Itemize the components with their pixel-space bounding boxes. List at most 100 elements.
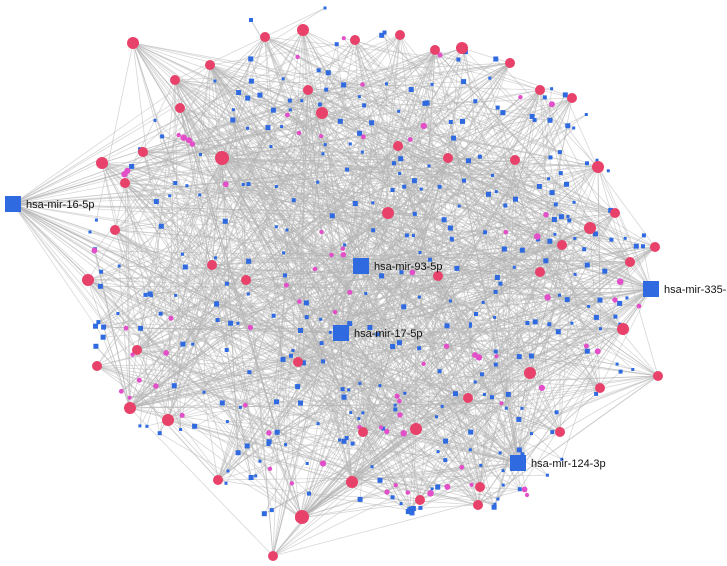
mirna-target-node[interactable] bbox=[567, 218, 572, 223]
mirna-target-node[interactable] bbox=[274, 185, 278, 188]
mirna-target-node[interactable] bbox=[249, 18, 253, 22]
mirna-target-node[interactable] bbox=[418, 251, 422, 254]
mirna-target-node[interactable] bbox=[547, 322, 552, 327]
mirna-target-node[interactable] bbox=[474, 312, 478, 316]
gene-node-large[interactable] bbox=[303, 85, 313, 95]
mirna-target-node[interactable] bbox=[192, 423, 198, 429]
mirna-target-node[interactable] bbox=[213, 256, 217, 260]
gene-node-large[interactable] bbox=[138, 147, 148, 157]
gene-node-small[interactable] bbox=[312, 266, 318, 272]
mirna-target-node[interactable] bbox=[449, 236, 454, 241]
gene-node-small[interactable] bbox=[534, 233, 541, 240]
gene-node-large[interactable] bbox=[92, 361, 102, 371]
mirna-target-node[interactable] bbox=[274, 429, 280, 435]
mirna-target-node[interactable] bbox=[340, 387, 345, 392]
mirna-target-node[interactable] bbox=[404, 233, 409, 238]
mirna-target-node[interactable] bbox=[321, 152, 325, 156]
mirna-target-node[interactable] bbox=[517, 487, 522, 492]
mirna-target-node[interactable] bbox=[532, 319, 538, 325]
mirna-target-node[interactable] bbox=[349, 411, 353, 415]
gene-node-large[interactable] bbox=[433, 271, 443, 281]
mirna-target-node[interactable] bbox=[361, 411, 365, 415]
mirna-target-node[interactable] bbox=[427, 164, 431, 168]
mirna-target-node[interactable] bbox=[345, 167, 350, 172]
mirna-target-node[interactable] bbox=[532, 118, 537, 122]
mirna-target-node[interactable] bbox=[379, 273, 385, 279]
mirna-target-node[interactable] bbox=[307, 491, 311, 496]
mirna-target-node[interactable] bbox=[392, 161, 396, 166]
gene-node-large[interactable] bbox=[475, 482, 485, 492]
mirna-target-node[interactable] bbox=[269, 508, 274, 513]
mirna-target-node[interactable] bbox=[235, 450, 241, 456]
mirna-target-node[interactable] bbox=[491, 173, 494, 177]
gene-node-large[interactable] bbox=[316, 107, 328, 119]
mirna-target-node[interactable] bbox=[597, 297, 603, 303]
mirna-target-node[interactable] bbox=[236, 90, 242, 95]
mirna-target-node[interactable] bbox=[536, 183, 542, 189]
mirna-target-node[interactable] bbox=[280, 356, 286, 362]
mirna-target-node[interactable] bbox=[244, 443, 250, 449]
gene-node-large[interactable] bbox=[175, 103, 185, 113]
mirna-target-node[interactable] bbox=[408, 506, 412, 510]
mirna-target-node[interactable] bbox=[352, 201, 358, 206]
mirna-target-node[interactable] bbox=[558, 214, 564, 220]
gene-node-large[interactable] bbox=[595, 383, 605, 393]
mirna-target-node[interactable] bbox=[513, 196, 518, 202]
mirna-target-node[interactable] bbox=[329, 213, 335, 219]
mirna-target-node[interactable] bbox=[461, 79, 467, 85]
mirna-target-node[interactable] bbox=[158, 223, 164, 229]
mirna-target-node[interactable] bbox=[224, 348, 229, 352]
mirna-target-node[interactable] bbox=[501, 483, 505, 487]
mirna-target-node[interactable] bbox=[593, 314, 599, 320]
hub-node-mir-16-5p[interactable] bbox=[5, 196, 21, 212]
gene-node-small[interactable] bbox=[319, 229, 324, 235]
mirna-target-node[interactable] bbox=[482, 393, 486, 396]
mirna-target-node[interactable] bbox=[570, 321, 574, 325]
gene-node-small[interactable] bbox=[179, 412, 185, 418]
gene-node-large[interactable] bbox=[127, 37, 139, 49]
gene-node-small[interactable] bbox=[521, 486, 528, 493]
mirna-target-node[interactable] bbox=[371, 228, 376, 233]
mirna-target-node[interactable] bbox=[444, 323, 450, 329]
mirna-target-node[interactable] bbox=[623, 236, 627, 240]
gene-node-small[interactable] bbox=[384, 428, 390, 435]
mirna-target-node[interactable] bbox=[399, 270, 404, 275]
gene-node-small[interactable] bbox=[289, 481, 294, 486]
mirna-target-node[interactable] bbox=[408, 87, 414, 92]
mirna-target-node[interactable] bbox=[498, 281, 503, 286]
mirna-target-node[interactable] bbox=[287, 98, 292, 103]
gene-node-small[interactable] bbox=[397, 398, 402, 404]
mirna-target-node[interactable] bbox=[505, 391, 511, 397]
mirna-target-node[interactable] bbox=[516, 447, 522, 453]
gene-node-large[interactable] bbox=[650, 242, 660, 252]
mirna-target-node[interactable] bbox=[436, 450, 440, 454]
mirna-target-node[interactable] bbox=[281, 77, 285, 81]
mirna-target-node[interactable] bbox=[230, 117, 236, 123]
mirna-target-node[interactable] bbox=[215, 318, 220, 322]
mirna-target-node[interactable] bbox=[129, 163, 135, 169]
mirna-target-node[interactable] bbox=[547, 238, 553, 244]
mirna-target-node[interactable] bbox=[554, 410, 559, 415]
mirna-target-node[interactable] bbox=[551, 217, 557, 222]
gene-node-large[interactable] bbox=[82, 274, 94, 286]
gene-node-small[interactable] bbox=[319, 460, 327, 467]
mirna-target-node[interactable] bbox=[145, 424, 149, 428]
mirna-target-node[interactable] bbox=[496, 497, 500, 501]
gene-node-small[interactable] bbox=[91, 247, 98, 254]
mirna-target-node[interactable] bbox=[174, 293, 178, 297]
mirna-target-node[interactable] bbox=[558, 293, 561, 297]
mirna-target-node[interactable] bbox=[173, 181, 178, 185]
hub-node-mir-17-5p[interactable] bbox=[333, 325, 349, 341]
gene-node-large[interactable] bbox=[395, 30, 405, 40]
mirna-target-node[interactable] bbox=[422, 100, 428, 106]
mirna-target-node[interactable] bbox=[357, 130, 363, 136]
mirna-target-node[interactable] bbox=[334, 42, 339, 47]
mirna-target-node[interactable] bbox=[390, 495, 395, 500]
mirna-target-node[interactable] bbox=[300, 99, 304, 103]
mirna-target-node[interactable] bbox=[615, 362, 619, 366]
mirna-target-node[interactable] bbox=[319, 317, 323, 321]
mirna-target-node[interactable] bbox=[269, 145, 273, 148]
gene-node-small[interactable] bbox=[427, 490, 434, 497]
gene-node-large[interactable] bbox=[535, 267, 545, 277]
mirna-target-node[interactable] bbox=[248, 56, 254, 62]
